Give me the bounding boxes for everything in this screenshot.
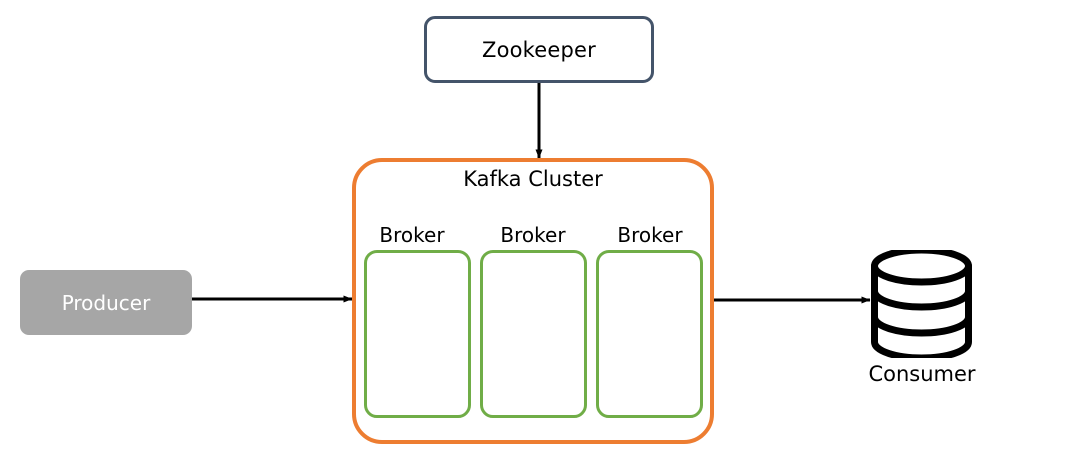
- producer-label: Producer: [61, 290, 151, 315]
- zookeeper-label: Zookeeper: [481, 37, 597, 62]
- broker-label-2: Broker: [500, 223, 566, 247]
- kafka-cluster-label: Kafka Cluster: [463, 167, 603, 191]
- consumer-label: Consumer: [868, 362, 976, 386]
- producer-node[interactable]: Producer: [20, 270, 192, 335]
- database-icon[interactable]: [869, 250, 975, 358]
- broker-box-3[interactable]: [596, 250, 703, 418]
- broker-label-1: Broker: [379, 223, 445, 247]
- broker-label-3: Broker: [617, 223, 683, 247]
- broker-box-1[interactable]: [364, 250, 471, 418]
- broker-box-2[interactable]: [480, 250, 587, 418]
- zookeeper-node[interactable]: Zookeeper: [424, 16, 654, 83]
